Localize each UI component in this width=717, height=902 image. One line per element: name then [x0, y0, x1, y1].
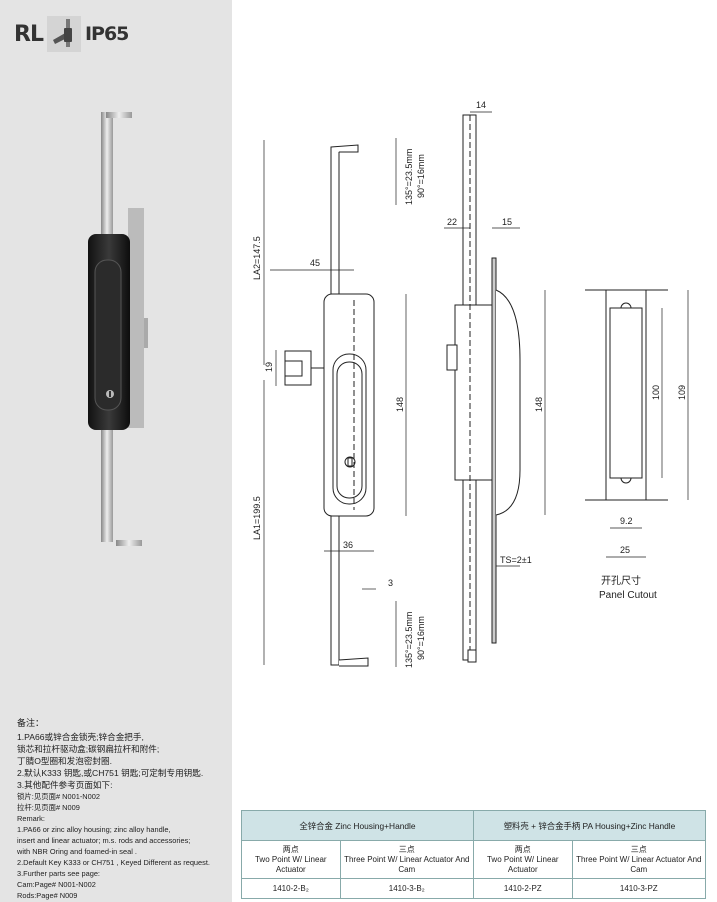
rl-badge: RL	[14, 21, 44, 47]
remarks-en-line: with NBR Oring and foamed-in seal .	[17, 847, 137, 856]
cutout-title-cn: 开孔尺寸	[601, 574, 641, 587]
model-code: 1410-2-PZ	[472, 878, 573, 899]
dim-15: 15	[502, 217, 512, 227]
dim-ts: TS=2±1	[500, 555, 532, 565]
dim-19: 19	[264, 362, 274, 372]
rating-badges: RL IP65	[14, 16, 129, 52]
dim-3: 3	[388, 578, 393, 588]
remarks-cn-line: 拉杆:见页面# N009	[17, 803, 80, 812]
dim-148-side: 148	[534, 397, 544, 412]
pa-housing-header: 塑料壳 + 锌合金手柄 PA Housing+Zinc Handle	[472, 810, 707, 841]
product-sidebar: RL IP65 备注： 1.PA66或锌合金锁壳;锌合金把手,	[0, 0, 232, 902]
panel-cutout-view	[585, 289, 668, 501]
dim-100: 100	[651, 385, 661, 400]
model-code: 1410-2-B₂	[241, 878, 341, 899]
dim-la2: LA2=147.5	[252, 236, 262, 280]
remarks-en-line: 3.Further parts see page:	[17, 869, 100, 878]
rod-lock-icon	[46, 16, 81, 52]
remarks-cn-line: 丁腈O型圈和发泡密封圈.	[17, 756, 113, 766]
remarks-en-line: Rods:Page# N009	[17, 891, 78, 900]
remarks-en-line: Cam:Page# N001-N002	[17, 880, 96, 889]
technical-drawing: 14 LA2=147.5 LA1=199.5 135°=23.5mm 90°=1…	[252, 100, 689, 668]
model-code: 1410-3-B₂	[339, 878, 474, 899]
zinc-housing-header: 全锌合金 Zinc Housing+Handle	[241, 810, 474, 841]
dim-9-2: 9.2	[620, 516, 633, 526]
remarks-cn-line: 1.PA66或锌合金锁壳;锌合金把手,	[17, 732, 144, 742]
remarks-en-line: 2.Default Key K333 or CH751 , Keyed Diff…	[17, 858, 210, 867]
dim-top-width: 14	[476, 100, 486, 110]
dim-angle-top: 90°=16mm	[416, 154, 426, 198]
remarks-en-line: Remark:	[17, 814, 45, 823]
remarks: 备注： 1.PA66或锌合金锁壳;锌合金把手, 锁芯和拉杆驱动盒;碳钢扁拉杆和附…	[17, 718, 232, 901]
dim-45: 45	[310, 258, 320, 268]
dimension-lines	[263, 111, 689, 667]
cutout-title-en: Panel Cutout	[599, 590, 657, 601]
dim-la1: LA1=199.5	[252, 496, 262, 540]
remarks-en-line: 1.PA66 or zinc alloy housing; zinc alloy…	[17, 825, 171, 834]
dim-22: 22	[447, 217, 457, 227]
dim-angle-top: 135°=23.5mm	[404, 149, 414, 205]
model-code: 1410-3-PZ	[571, 878, 707, 899]
remarks-en-line: insert and linear actuator; m.s. rods an…	[17, 836, 191, 845]
model-table: 全锌合金 Zinc Housing+Handle 塑料壳 + 锌合金手柄 PA …	[241, 810, 707, 899]
remarks-heading: 备注：	[17, 718, 45, 728]
front-view	[284, 144, 375, 667]
remarks-cn-line: 锁芯和拉杆驱动盒;碳钢扁拉杆和附件;	[17, 744, 160, 754]
remarks-cn-line: 锁片:见页面# N001-N002	[17, 792, 100, 801]
dim-109: 109	[677, 385, 687, 400]
dim-angle-bottom: 135°=23.5mm	[404, 612, 414, 668]
remarks-cn-line: 3.其他配件参考页面如下:	[17, 780, 113, 790]
ip65-badge: IP65	[84, 23, 129, 45]
side-view	[446, 114, 521, 663]
dim-25: 25	[620, 545, 630, 555]
remarks-cn-line: 2.默认K333 钥匙,或CH751 钥匙;可定制专用钥匙.	[17, 768, 204, 778]
dim-148-front: 148	[395, 397, 405, 412]
dim-angle-bottom: 90°=16mm	[416, 616, 426, 660]
dim-36: 36	[343, 540, 353, 550]
product-photo	[88, 112, 148, 546]
